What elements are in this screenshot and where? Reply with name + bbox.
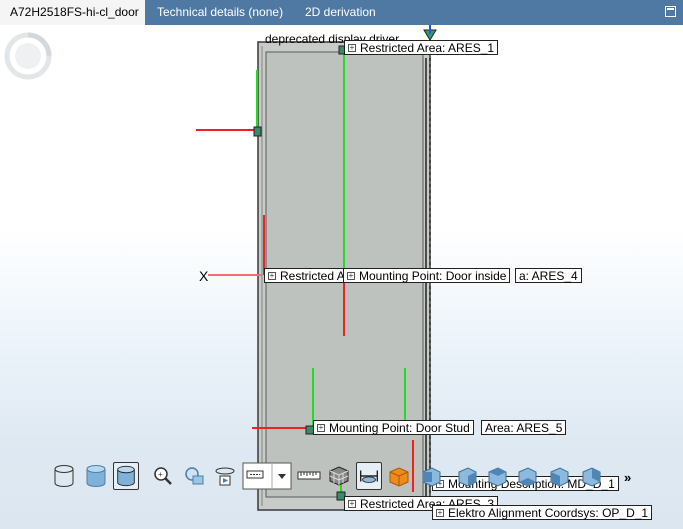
cube-view-top-icon[interactable] [484, 462, 510, 490]
rotate-icon[interactable] [212, 462, 238, 490]
mesh-icon[interactable] [326, 462, 352, 490]
svg-text:+: + [158, 470, 163, 479]
tab-technical-details[interactable]: Technical details (none) [157, 5, 284, 19]
label-restricted-area-partial[interactable]: +Restricted A [264, 268, 349, 283]
expand-icon[interactable]: + [348, 43, 356, 52]
label-ares5-suffix: Area: ARES_5 [481, 420, 567, 435]
loading-logo-icon [4, 32, 52, 80]
shaded-edges-cylinder-icon[interactable] [113, 462, 139, 490]
zoom-icon[interactable]: + [150, 462, 176, 490]
tab-2d-derivation[interactable]: 2D derivation [305, 5, 376, 19]
expand-icon[interactable]: + [268, 271, 276, 280]
expand-icon[interactable]: + [348, 499, 356, 508]
zoom-window-icon[interactable] [181, 462, 207, 490]
cube-view-back-icon[interactable] [454, 462, 480, 490]
label-ares4-suffix: a: ARES_4 [515, 268, 582, 283]
cube-view-bottom-icon[interactable] [514, 462, 540, 490]
expand-icon[interactable]: + [317, 423, 325, 432]
cube-view-left-icon[interactable] [546, 462, 572, 490]
explode-dropdown-icon[interactable] [242, 462, 292, 490]
label-elektro-alignment-coordsys[interactable]: +Elektro Alignment Coordsys: OP_D_1 [432, 505, 653, 520]
wireframe-cylinder-icon[interactable] [51, 462, 77, 490]
label-mounting-point-door-stud[interactable]: +Mounting Point: Door Stud [313, 420, 474, 435]
expand-icon[interactable]: + [436, 508, 444, 517]
expand-icon[interactable]: + [347, 271, 355, 280]
measure-icon[interactable] [296, 462, 322, 490]
restore-window-icon[interactable] [665, 6, 676, 17]
tab-model[interactable]: A72H2518FS-hi-cl_door [0, 0, 145, 25]
label-mounting-point-door-inside[interactable]: +Mounting Point: Door inside [343, 268, 511, 283]
cube-view-right-icon[interactable] [578, 462, 604, 490]
x-axis-label: X [199, 268, 209, 284]
label-restricted-area-ares1[interactable]: +Restricted Area: ARES_1 [344, 40, 499, 55]
toolbar-more-button[interactable]: » [624, 470, 632, 485]
tab-bar: A72H2518FS-hi-cl_door Technical details … [0, 0, 683, 25]
dimension-icon[interactable] [356, 462, 382, 490]
cube-view-front-icon[interactable] [418, 462, 444, 490]
shaded-cylinder-icon[interactable] [83, 462, 109, 490]
color-cube-icon[interactable] [386, 462, 412, 490]
